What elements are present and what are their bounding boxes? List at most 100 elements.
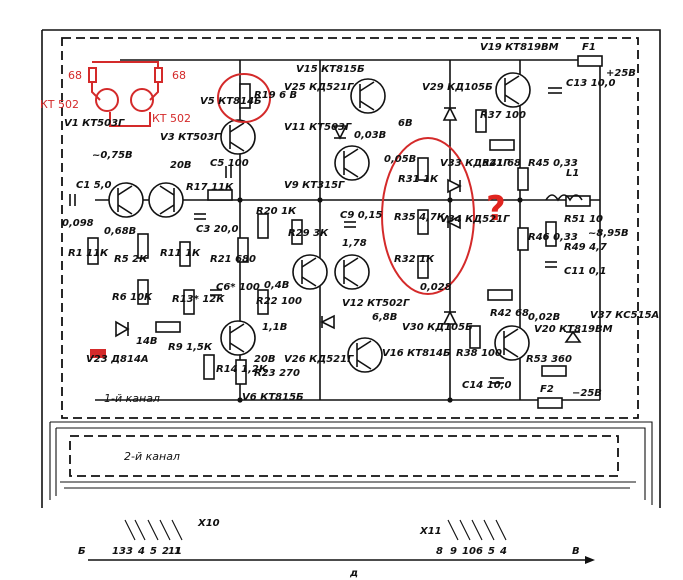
connector-x10 [124, 519, 183, 541]
label-r68b: 68 [172, 69, 186, 82]
label-r20: R20 1К [256, 206, 297, 217]
label-v-038: 0,03В [354, 130, 386, 141]
resistor-r14 [203, 354, 215, 380]
frame [41, 29, 661, 508]
red-annotations: ? [88, 61, 506, 358]
label-r21: R21 680 [210, 254, 256, 265]
label-v34: V34 КД521Г [440, 214, 510, 225]
label-v29: V29 КД105Б [422, 82, 493, 93]
junction [237, 197, 243, 203]
resistor-r51 [565, 195, 591, 207]
transistor-v11 [334, 145, 370, 181]
junction [317, 197, 323, 203]
label-r53: R53 360 [526, 354, 572, 365]
x10-pin-3: 5 [150, 546, 157, 557]
label-v-148: 14В [136, 336, 158, 347]
label-v37: V37 КС515А [590, 310, 659, 321]
resistor-r20 [257, 213, 269, 239]
label-v6: V6 КТ815Б [242, 392, 304, 403]
transistor-v16 [347, 337, 383, 373]
label-c5: C5 100 [210, 158, 249, 169]
label-r42: R42 68 [490, 308, 529, 319]
capacitor-c9 [344, 221, 356, 228]
label-x10: X10 [197, 518, 220, 529]
label-r5: R5 2К [114, 254, 148, 265]
label-v23: V23 Д814А [86, 354, 149, 365]
diode-v29 [442, 106, 458, 121]
capacitor-c14 [490, 377, 504, 384]
x11-pin-1: 9 [450, 546, 457, 557]
label-r32: R32 1К [394, 254, 435, 265]
label-v12: V12 КТ502Г [342, 298, 410, 309]
red-resistor-68-right [154, 67, 163, 83]
label-v26: V26 КД521Г [284, 354, 354, 365]
resistor-r41 [489, 139, 515, 151]
resistor-r31 [417, 157, 429, 181]
diode-v34 [446, 214, 461, 230]
diode-v30 [442, 310, 458, 325]
label-v-0288: 0,028 [420, 282, 452, 293]
red-wire [149, 82, 159, 101]
label-v15: V15 КТ815Б [296, 64, 365, 75]
label-v: В [572, 546, 580, 557]
x11-pin-4: 5 [488, 546, 495, 557]
label-r46: R46 0,33 [528, 232, 578, 243]
question-mark: ? [486, 189, 506, 229]
label-v-0758: ~0,75В [92, 150, 133, 161]
resistor-r22 [257, 289, 269, 315]
label-r19: R19 6 В [254, 90, 297, 101]
capacitor-c6 [210, 289, 222, 296]
label-r49: R49 4,7 [564, 242, 607, 253]
label-v-0028: 0,02В [528, 312, 560, 323]
bus-wire-4 [56, 427, 646, 500]
fuse-f1 [577, 55, 603, 67]
label-r38: R38 100 [456, 348, 502, 359]
red-wire [109, 112, 151, 127]
label-r14: R14 1,2К [216, 364, 268, 375]
red-circle-r19 [217, 73, 271, 123]
label-v19: V19 КТ819ВМ [480, 42, 559, 53]
capacitor-c11 [545, 261, 557, 268]
label-l1: L1 [566, 168, 579, 179]
label-v-0688: 0,68В [104, 226, 136, 237]
label-v5: V5 КТ814Б [200, 96, 262, 107]
resistor-r32 [417, 255, 429, 279]
resistor-r49 [545, 221, 557, 247]
label-r35: R35 4,7К [394, 212, 446, 223]
label-r22: R22 100 [256, 296, 302, 307]
x10-pin-1: 3 [126, 546, 133, 557]
inductor-l1 [545, 194, 583, 202]
resistor-r46 [517, 227, 529, 251]
label-r41: R41 68 [482, 158, 521, 169]
resistor-r42 [487, 289, 513, 301]
label-c6: C6* 100 [216, 282, 260, 293]
red-resistor-68-left [88, 67, 97, 83]
label-v-058: 0,05В [384, 154, 416, 165]
capacitor-c5 [225, 166, 232, 178]
label-r29: R29 3К [288, 228, 329, 239]
label-v16: V16 КТ814Б [382, 348, 451, 359]
x10-pin-2: 4 [137, 546, 145, 557]
label-r68a: 68 [68, 69, 82, 82]
label-v-208b: 20В [254, 354, 276, 365]
transistor-v5 [220, 119, 256, 155]
diode-v37 [564, 330, 582, 343]
outer-wire-top [42, 29, 661, 508]
label-v1: V1 КТ503Г [64, 118, 125, 129]
label-pin11: 11 [168, 546, 182, 557]
connector-x11 [447, 519, 507, 541]
label-f1: F1 [582, 42, 596, 53]
fuse-f2 [537, 397, 563, 409]
label-v-8958: ~8,95В [588, 228, 629, 239]
label-channel-2: 2-й канал [124, 450, 180, 463]
junction [447, 197, 453, 203]
label-v-208: 20В [170, 160, 192, 171]
label-v3: V3 КТ503Г [160, 132, 221, 143]
label-r1: R1 11К [68, 248, 109, 259]
channel-2-boundary [69, 435, 619, 477]
resistor-r23 [235, 359, 247, 385]
bottom-bus [88, 556, 595, 564]
x11-pin-5: 4 [499, 546, 507, 557]
diodes [115, 106, 582, 343]
label-b: Б [78, 546, 86, 557]
